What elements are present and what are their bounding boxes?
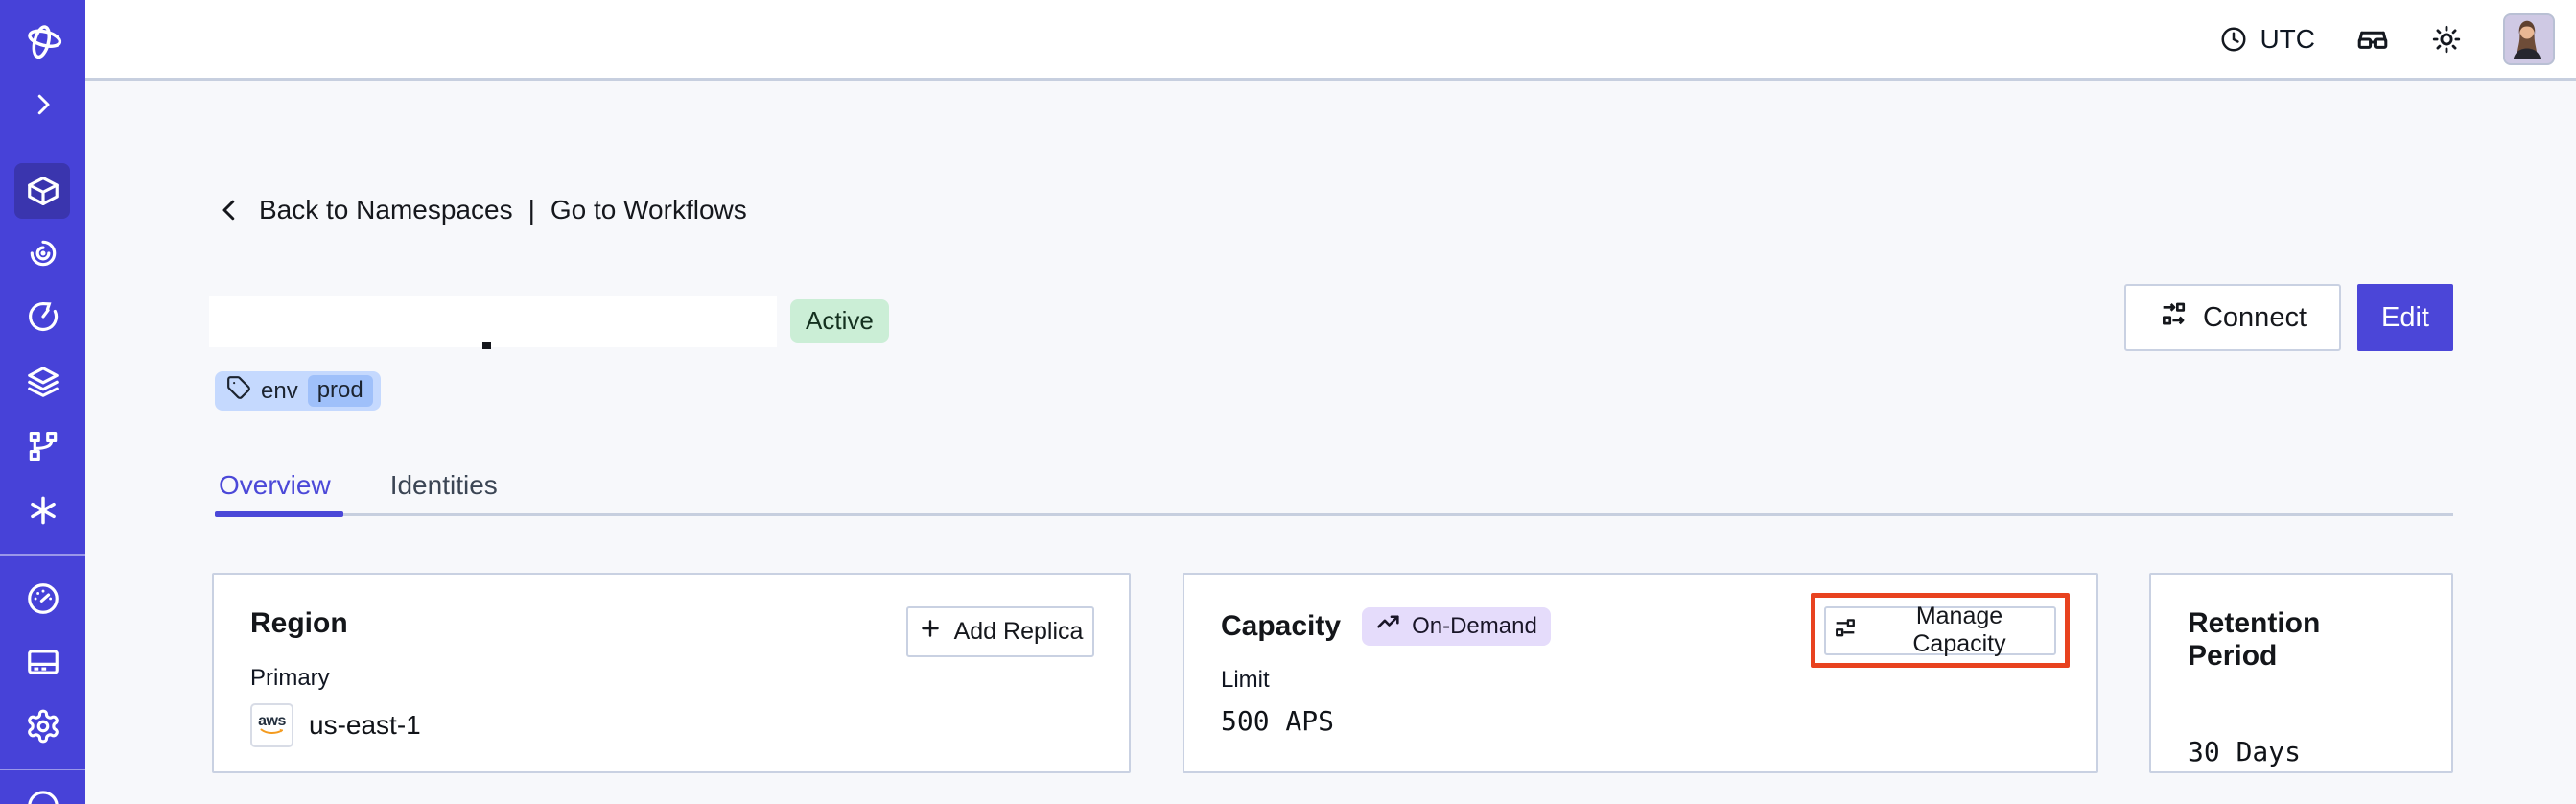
breadcrumb-separator: | (527, 195, 535, 225)
retention-value: 30 Days (2188, 736, 2302, 768)
connect-button[interactable]: Connect (2124, 284, 2341, 351)
nav-temporal-logo[interactable] (0, 21, 85, 59)
spiral-icon (25, 235, 61, 272)
nav-workflows[interactable] (0, 235, 85, 272)
nav-help[interactable] (0, 785, 85, 804)
sidebar-divider-2 (0, 769, 85, 770)
namespace-tag: env prod (215, 371, 381, 411)
layers-icon (25, 364, 61, 400)
status-badge-label: Active (806, 306, 874, 335)
timezone-selector[interactable]: UTC (2219, 24, 2315, 55)
retention-card-title: Retention Period (2188, 607, 2321, 672)
nav-billing[interactable] (0, 644, 85, 680)
capacity-card-title: Capacity (1221, 610, 1342, 642)
nav-deployments[interactable] (0, 364, 85, 400)
credit-card-icon (25, 644, 61, 680)
ondemand-badge: On-Demand (1362, 607, 1551, 646)
breadcrumb-back-link[interactable]: Back to Namespaces (259, 195, 513, 225)
asterisk-icon (25, 492, 61, 529)
gauge-icon (25, 580, 61, 617)
add-replica-button[interactable]: Add Replica (906, 606, 1094, 657)
active-tab-indicator (215, 511, 343, 517)
capacity-limit-value: 500 APS (1221, 705, 1335, 737)
edit-button-label: Edit (2381, 301, 2429, 333)
clock-icon (2219, 25, 2248, 54)
retention-card: Retention Period 30 Days (2149, 573, 2453, 773)
manage-capacity-button[interactable]: Manage Capacity (1824, 603, 2056, 657)
nav-settings[interactable] (0, 708, 85, 745)
namespace-name-redacted (209, 296, 777, 347)
capacity-limit-label: Limit (1221, 667, 1270, 693)
edit-button[interactable]: Edit (2357, 284, 2453, 351)
namespace-name-artifact (482, 342, 491, 349)
nav-nexus[interactable] (0, 428, 85, 464)
nav-schedules[interactable] (0, 298, 85, 335)
add-replica-label: Add Replica (953, 618, 1084, 645)
timer-icon (25, 298, 61, 335)
manage-capacity-label: Manage Capacity (1912, 603, 2006, 657)
plus-icon (918, 616, 943, 648)
chevron-left-icon[interactable] (215, 196, 244, 225)
tab-bar: Overview Identities (219, 470, 498, 518)
aws-logo-text: aws (258, 713, 286, 729)
region-primary-label: Primary (250, 665, 330, 691)
region-card-title: Region (250, 607, 348, 639)
region-value: us-east-1 (309, 710, 421, 740)
status-badge: Active (790, 299, 889, 343)
trending-up-icon (1375, 608, 1402, 645)
nav-batch-operations[interactable] (0, 492, 85, 529)
chevron-right-icon (29, 90, 58, 119)
nav-expand-sidebar[interactable] (0, 88, 85, 121)
cube-icon (25, 173, 61, 209)
user-avatar[interactable] (2503, 12, 2555, 65)
branch-icon (25, 428, 61, 464)
sidebar (0, 0, 85, 804)
region-card: Region Primary aws us-east-1 Add Replica (212, 573, 1131, 773)
theme-sun-icon[interactable] (2430, 23, 2463, 56)
aws-smile-icon (260, 728, 283, 734)
labs-glasses-icon[interactable] (2355, 22, 2390, 57)
tag-key: env (261, 377, 298, 404)
sidebar-divider (0, 554, 85, 556)
temporal-logo-icon (23, 20, 63, 60)
manage-capacity-highlight: Manage Capacity (1811, 593, 2070, 668)
nav-namespaces[interactable] (0, 173, 85, 209)
help-circle-icon (25, 785, 61, 804)
tab-identities[interactable]: Identities (389, 470, 498, 500)
tab-divider (215, 513, 2453, 516)
sliders-icon (1832, 614, 1859, 648)
topbar: UTC (85, 0, 2576, 81)
nav-usage[interactable] (0, 580, 85, 617)
ondemand-badge-label: On-Demand (1412, 613, 1537, 639)
connect-button-label: Connect (2202, 301, 2307, 333)
tag-icon (226, 375, 251, 407)
tab-overview[interactable]: Overview (219, 470, 331, 500)
tag-value-chip: prod (307, 375, 373, 407)
breadcrumb: Back to Namespaces | Go to Workflows (215, 195, 747, 225)
breadcrumb-workflows-link[interactable]: Go to Workflows (550, 195, 747, 225)
aws-provider-badge: aws (250, 703, 293, 747)
gear-icon (25, 708, 61, 745)
timezone-label: UTC (2260, 23, 2315, 54)
connect-icon (2159, 298, 2190, 337)
